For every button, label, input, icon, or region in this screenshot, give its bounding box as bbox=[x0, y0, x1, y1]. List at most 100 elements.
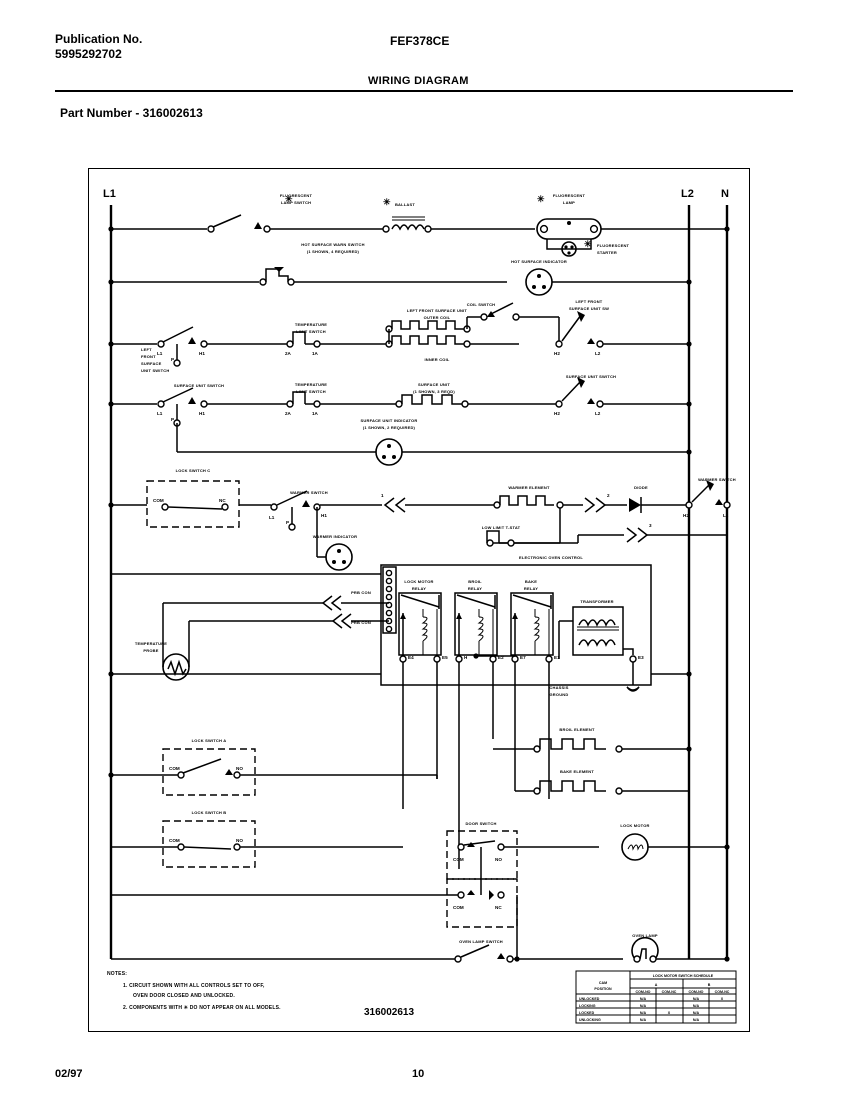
br-contact-blade bbox=[456, 594, 496, 608]
junction-l2-row3 bbox=[686, 341, 692, 347]
lock-switch-c-com-label: COM bbox=[153, 498, 164, 503]
terminal-fls-right bbox=[263, 225, 271, 233]
terminal-ols-right bbox=[506, 955, 514, 963]
schedule-subheader-1: COM-NC bbox=[662, 990, 677, 994]
lock-motor-coil-icon bbox=[627, 844, 644, 851]
schedule-cell-2-1: X bbox=[668, 1011, 671, 1015]
terminal-label-su-sw-h2: H2 bbox=[554, 411, 560, 416]
terminal-e2 bbox=[489, 655, 497, 663]
terminal-label-su-sw-l2: L2 bbox=[595, 411, 601, 416]
schedule-title: LOCK MOTOR SWITCH SCHEDULE bbox=[653, 974, 714, 978]
terminal-label-lfsu-p: P bbox=[171, 357, 174, 362]
sui-dot-right bbox=[392, 455, 396, 459]
starter-dot-3 bbox=[567, 251, 571, 255]
note-item-1b: OVEN DOOR CLOSED AND UNLOCKED. bbox=[133, 993, 235, 999]
terminal-ds-com-upper bbox=[457, 843, 465, 851]
surface-unit-switch-label: SURFACE UNIT SWITCH bbox=[174, 383, 224, 388]
temperature-probe-label-line2: PROBE bbox=[143, 648, 158, 653]
schedule-row-label-3: UNLOCKING bbox=[579, 1018, 601, 1022]
su-sw-arrow-icon bbox=[587, 398, 595, 404]
transformer-box bbox=[572, 606, 624, 656]
lf-surface-unit-sw-label-line2: SURFACE UNIT SW bbox=[569, 306, 609, 311]
terminal-warmer-element-left bbox=[493, 501, 501, 509]
lock-motor-label: LOCK MOTOR bbox=[620, 823, 649, 828]
transformer-secondary-icon bbox=[578, 639, 616, 647]
asterisk-fluorescent-starter-icon: ✳ bbox=[584, 239, 592, 249]
terminal-h bbox=[455, 655, 463, 663]
schedule-cell-0-0: N/A bbox=[640, 997, 647, 1001]
page-title: WIRING DIAGRAM bbox=[368, 75, 469, 87]
notes-heading: NOTES: bbox=[107, 971, 127, 977]
junction-l2-su-ind bbox=[686, 449, 692, 455]
terminal-label-su-p: P bbox=[171, 417, 174, 422]
fluorescent-starter-body bbox=[561, 241, 577, 257]
terminal-warmer-p bbox=[288, 523, 296, 531]
terminal-lfsu-p bbox=[173, 359, 181, 367]
schedule-corner-line2: POSITION bbox=[594, 987, 612, 991]
temperature-probe-label-line1: TEMPERATURE bbox=[135, 641, 167, 646]
terminal-lsc-com bbox=[161, 503, 169, 511]
hot-surface-warn-switch-label-line1: HOT SURFACE WARN SWITCH bbox=[301, 242, 365, 247]
terminal-lsa-no bbox=[233, 771, 241, 779]
ds-arrow-lower-b-icon bbox=[489, 890, 494, 900]
inner-coil-label: INNER COIL bbox=[424, 357, 449, 362]
terminal-label-warmer-h1: H1 bbox=[321, 513, 327, 518]
lfsu-blade bbox=[162, 326, 194, 343]
terminal-label-e3: E3 bbox=[638, 655, 644, 660]
terminal-tls-low-1a bbox=[313, 400, 321, 408]
junction-l2-eoc bbox=[686, 671, 692, 677]
terminal-lfsu-l1 bbox=[157, 340, 165, 348]
terminal-label-lfsu-sw-l2: L2 bbox=[595, 351, 601, 356]
chassis-ground-label-line1: CHASSIS bbox=[549, 685, 568, 690]
terminal-label-warmer-sw-h2: H2 bbox=[683, 513, 689, 518]
oven-lamp-switch-label: OVEN LAMP SWITCH bbox=[459, 939, 503, 944]
surface-unit-switch-right-label: SURFACE UNIT SWITCH bbox=[566, 374, 616, 379]
terminal-label-h: H bbox=[464, 655, 468, 660]
lock-motor-relay-box bbox=[398, 592, 442, 656]
footer-page-number: 10 bbox=[412, 1068, 425, 1080]
bk-contact-blade bbox=[512, 594, 552, 608]
chassis-ground-label-line2: GROUND bbox=[550, 692, 569, 697]
ds-arrow-lower-icon bbox=[467, 890, 475, 895]
junction-n-row1 bbox=[724, 226, 730, 232]
lock-switch-a-no-label: NO bbox=[236, 766, 243, 771]
lock-motor-relay-label-line2: RELAY bbox=[412, 586, 426, 591]
su-sw-blade bbox=[561, 380, 582, 402]
bake-element-icon bbox=[539, 780, 606, 792]
warmer-arrow-icon bbox=[302, 500, 310, 507]
schedule-subheader-0: COM-NO bbox=[636, 990, 651, 994]
terminal-label-tls-low-1a: 1A bbox=[312, 411, 319, 416]
door-switch-com-lower-label: COM bbox=[453, 905, 464, 910]
prb-con-1-chevron bbox=[321, 595, 333, 611]
junction-l1-row1 bbox=[108, 226, 114, 232]
terminal-lfsu-sw-h2 bbox=[555, 340, 563, 348]
model-number: FEF378CE bbox=[390, 34, 450, 48]
broil-relay-box bbox=[454, 592, 498, 656]
schedule-row-label-1: LOCKING bbox=[579, 1004, 596, 1008]
note-item-2: 2. COMPONENTS WITH ✳ DO NOT APPEAR ON AL… bbox=[123, 1005, 281, 1011]
warmer-element-label: WARMER ELEMENT bbox=[508, 485, 550, 490]
lmr-coil-icon bbox=[421, 616, 428, 642]
junction-l1-row2 bbox=[108, 279, 114, 285]
surface-unit-indicator-label-line1: SURFACE UNIT INDICATOR bbox=[361, 418, 418, 423]
starter-dot-2 bbox=[570, 245, 574, 249]
temp-limit-switch-lower-symbol bbox=[292, 391, 306, 404]
terminal-label-tls-low-2a: 2A bbox=[285, 411, 292, 416]
terminal-coil-switch-right bbox=[512, 313, 520, 321]
schedule-subheader-2: COM-NO bbox=[689, 990, 704, 994]
schedule-corner-line1: CAM bbox=[599, 981, 607, 985]
broil-element-icon bbox=[539, 738, 606, 750]
terminal-fls-left bbox=[207, 225, 215, 233]
surface-unit-indicator-lamp bbox=[375, 438, 403, 466]
connector-1-chevron-a bbox=[383, 497, 395, 513]
coil-switch-blade bbox=[488, 302, 514, 316]
terminal-label-e7: E7 bbox=[520, 655, 526, 660]
lock-switch-c-label: LOCK SWITCH C bbox=[176, 468, 211, 473]
wi-dot-top bbox=[337, 549, 341, 553]
schedule-cell-3-2: N/A bbox=[693, 1018, 700, 1022]
temp-limit-switch-lower-label-line1: TEMPERATURE bbox=[295, 382, 327, 387]
lock-switch-a-com-label: COM bbox=[169, 766, 180, 771]
terminal-tls-low-2a bbox=[286, 400, 294, 408]
transformer-lead-right bbox=[623, 648, 634, 655]
terminal-hsw-left bbox=[259, 278, 267, 286]
